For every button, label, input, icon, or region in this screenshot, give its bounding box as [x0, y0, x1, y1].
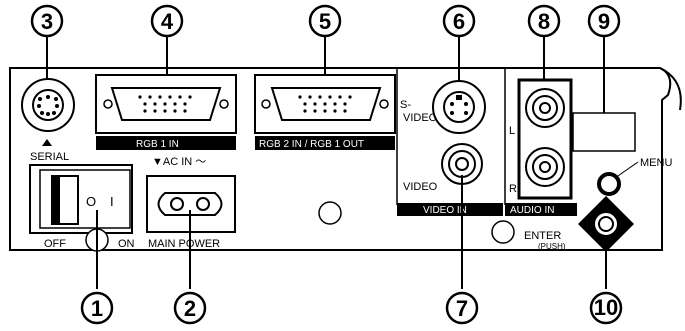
- audio-r-label: R: [509, 183, 517, 195]
- on-label: ON: [118, 238, 135, 250]
- callout-1: 1: [80, 291, 114, 325]
- svg-text:6: 6: [453, 9, 465, 34]
- foot-circle-right: [491, 220, 515, 244]
- audio-l-label: L: [509, 125, 515, 137]
- menu-button[interactable]: [597, 172, 621, 196]
- remote-sensor-window: [572, 112, 636, 152]
- svg-text:7: 7: [456, 296, 468, 321]
- callout-6: 6: [442, 4, 476, 38]
- rgb2-bar: [255, 136, 395, 150]
- svg-text:10: 10: [594, 295, 618, 320]
- s-video-port[interactable]: [432, 80, 486, 134]
- video-port[interactable]: [441, 143, 483, 185]
- audio-in-label: AUDIO IN: [510, 205, 554, 216]
- main-power-label: MAIN POWER: [148, 238, 220, 250]
- svg-text:8: 8: [538, 9, 550, 34]
- rgb1-in-bar: [96, 136, 236, 150]
- svg-text:4: 4: [161, 9, 174, 34]
- callout-3: 3: [30, 4, 64, 38]
- serial-triangle-icon: [42, 139, 52, 146]
- callout-4: 4: [150, 4, 184, 38]
- serial-port[interactable]: [21, 78, 75, 132]
- svg-text:1: 1: [91, 296, 103, 321]
- audio-l-port[interactable]: [525, 88, 565, 128]
- svg-text:9: 9: [598, 9, 610, 34]
- serial-label: SERIAL: [30, 151, 69, 163]
- audio-r-port[interactable]: [525, 147, 565, 187]
- svg-text:5: 5: [319, 9, 331, 34]
- video-in-label: VIDEO IN: [423, 205, 467, 216]
- switch-on-mark: I: [110, 194, 114, 209]
- s-video-label-2: VIDEO: [403, 112, 438, 124]
- svg-text:3: 3: [41, 9, 53, 34]
- callout-5: 5: [308, 4, 342, 38]
- rgb2-in-rgb1-out-label: RGB 2 IN / RGB 1 OUT: [259, 139, 364, 150]
- enter-joystick[interactable]: [578, 196, 634, 252]
- rgb2-in-rgb1-out-port[interactable]: [254, 74, 396, 134]
- switch-off-mark: O: [86, 194, 96, 209]
- main-power-switch[interactable]: O I: [29, 164, 133, 234]
- rgb1-in-port[interactable]: [95, 74, 237, 134]
- push-label: (PUSH): [538, 242, 566, 251]
- menu-label: MENU: [640, 157, 672, 169]
- ac-in-label: ▼AC IN ～: [152, 156, 206, 168]
- enter-label: ENTER: [524, 230, 561, 242]
- callout-9: 9: [587, 4, 621, 38]
- video-label: VIDEO: [403, 181, 438, 193]
- callout-7: 7: [445, 291, 479, 325]
- callout-10: 10: [589, 291, 623, 325]
- video-in-bar: [397, 203, 503, 216]
- rgb1-in-label: RGB 1 IN: [136, 139, 179, 150]
- svg-text:2: 2: [184, 296, 196, 321]
- callout-8: 8: [527, 4, 561, 38]
- callout-2: 2: [173, 291, 207, 325]
- panel-edge: [659, 67, 682, 111]
- off-label: OFF: [44, 238, 66, 250]
- s-video-label-1: S-: [400, 99, 411, 111]
- audio-in-bar: [505, 203, 577, 216]
- screw-hole: [318, 201, 342, 225]
